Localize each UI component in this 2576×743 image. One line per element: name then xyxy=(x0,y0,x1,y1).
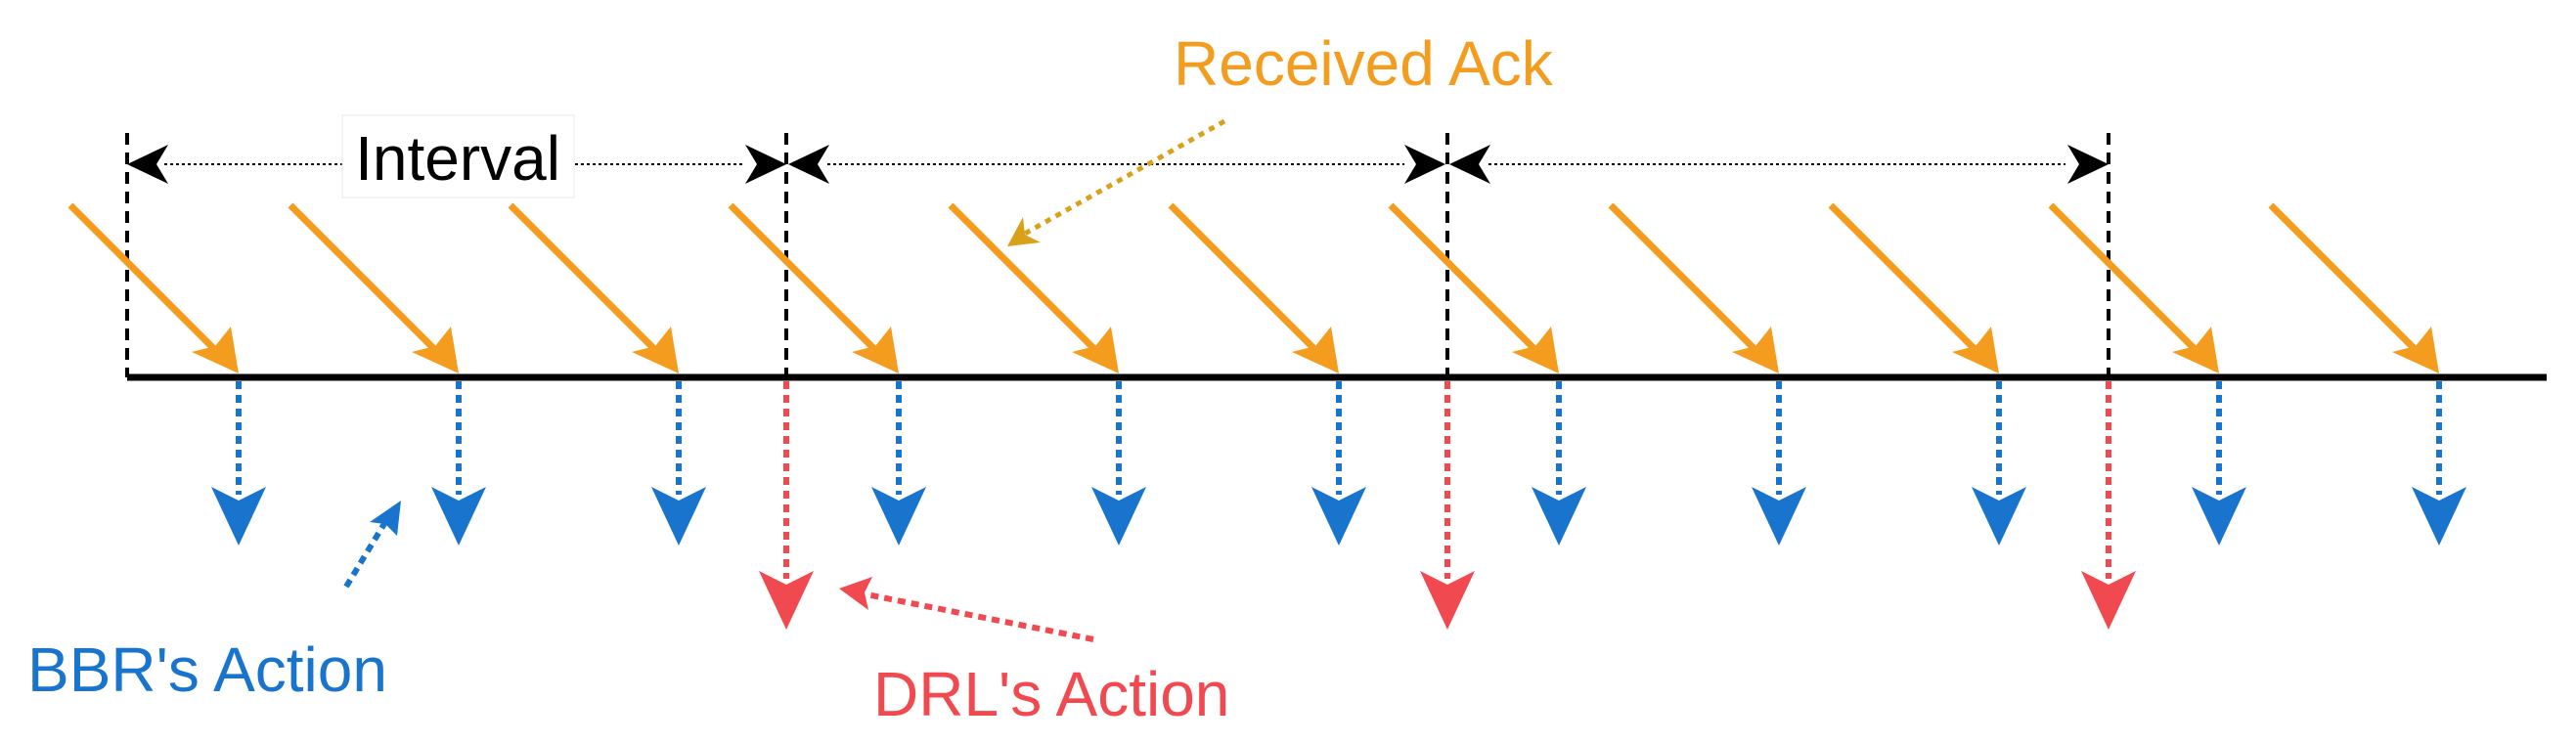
bbr-arrow xyxy=(2412,381,2466,546)
interval-arrow-2 xyxy=(788,145,1445,184)
interval-arrow-3 xyxy=(1449,145,2109,184)
bbr-arrow xyxy=(871,381,926,546)
bbr-arrow xyxy=(1752,381,1806,546)
bbr-arrow xyxy=(2192,381,2246,546)
drl-action-label: DRL's Action xyxy=(873,659,1229,729)
ack-arrow xyxy=(2048,202,2219,373)
interval-arrows xyxy=(127,145,2109,184)
interval-label: Interval xyxy=(341,114,575,198)
interval-boundaries xyxy=(125,133,2110,377)
bbr-arrow xyxy=(211,381,266,546)
drl-action-arrows xyxy=(759,381,2136,630)
drl-action-pointer xyxy=(839,577,1094,642)
bbr-action-label: BBR's Action xyxy=(27,634,387,705)
bbr-arrow xyxy=(1972,381,2026,546)
ack-arrow xyxy=(288,202,459,373)
bbr-arrow xyxy=(431,381,486,546)
interval-text: Interval xyxy=(355,123,560,194)
ack-arrow xyxy=(2268,202,2439,373)
received-ack-pointer xyxy=(1007,118,1226,246)
bbr-arrow xyxy=(1311,381,1366,546)
bbr-arrow xyxy=(651,381,706,546)
drl-arrow xyxy=(1420,381,1475,630)
ack-arrows xyxy=(67,202,2439,373)
bbr-action-pointer xyxy=(343,501,401,589)
bbr-action-arrows xyxy=(211,381,2466,546)
ack-arrow xyxy=(948,202,1119,373)
drl-arrow xyxy=(759,381,814,630)
ack-arrow xyxy=(1168,202,1339,373)
bbr-arrow xyxy=(1532,381,1586,546)
bbr-arrow xyxy=(1091,381,1146,546)
ack-arrow xyxy=(508,202,679,373)
ack-arrow xyxy=(728,202,899,373)
ack-arrow xyxy=(1828,202,1999,373)
drl-arrow xyxy=(2081,381,2136,630)
received-ack-label: Received Ack xyxy=(1174,28,1554,99)
ack-arrow xyxy=(1388,202,1559,373)
ack-arrow xyxy=(1608,202,1779,373)
ack-arrow xyxy=(67,202,239,373)
